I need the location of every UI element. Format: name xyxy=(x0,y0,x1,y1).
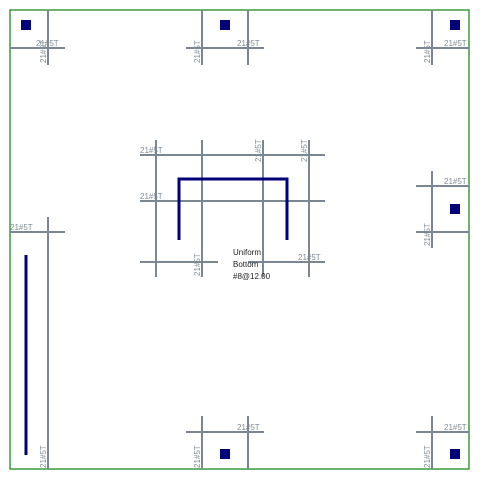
note-line-1: Uniform xyxy=(233,248,261,257)
rebar-label: 21#5T xyxy=(193,40,202,63)
rebar-label: 21#5T xyxy=(36,39,59,48)
rebar-label: 21#5T xyxy=(423,40,432,63)
column[interactable] xyxy=(220,449,230,459)
rebar-label: 21#5T xyxy=(444,423,467,432)
rebar-label: 21#5T xyxy=(444,39,467,48)
slab-outline xyxy=(9,9,470,470)
rebar-label: 21#5T xyxy=(193,445,202,468)
edge-bars xyxy=(24,177,289,455)
column[interactable] xyxy=(220,20,230,30)
rebar-label: 21#5T xyxy=(10,223,33,232)
columns xyxy=(21,20,460,459)
rebar-lines xyxy=(10,10,469,469)
rebar-label: 21#5T xyxy=(423,445,432,468)
rebar-label: 21#5T xyxy=(237,423,260,432)
reinforcement-note: Uniform Bottom #8@12.00 xyxy=(233,248,271,281)
column[interactable] xyxy=(21,20,31,30)
rebar-label: 21#5T xyxy=(39,445,48,468)
rebar-labels: 21#5T 21#5T 21#5T 21#5T 21#5T 21#5T 21#5… xyxy=(10,39,467,468)
rebar-label: 21#5T xyxy=(237,39,260,48)
rebar-label: 21#5T xyxy=(423,223,432,246)
rebar-label: 21#5T xyxy=(298,253,321,262)
rebar-label: 21#5T xyxy=(39,40,48,63)
column[interactable] xyxy=(450,204,460,214)
rebar-label: 21#5T xyxy=(140,146,163,155)
rebar-label: 21#5T xyxy=(140,192,163,201)
note-line-3: #8@12.00 xyxy=(233,272,271,281)
rebar-label: 21#5T xyxy=(193,253,202,276)
rebar-label: 21#5T xyxy=(444,177,467,186)
rebar-label: 21#5T xyxy=(300,139,309,162)
edge-bar[interactable] xyxy=(177,177,289,240)
column[interactable] xyxy=(450,20,460,30)
note-line-2: Bottom xyxy=(233,260,259,269)
rebar-label: 21#5T xyxy=(254,139,263,162)
column[interactable] xyxy=(450,449,460,459)
